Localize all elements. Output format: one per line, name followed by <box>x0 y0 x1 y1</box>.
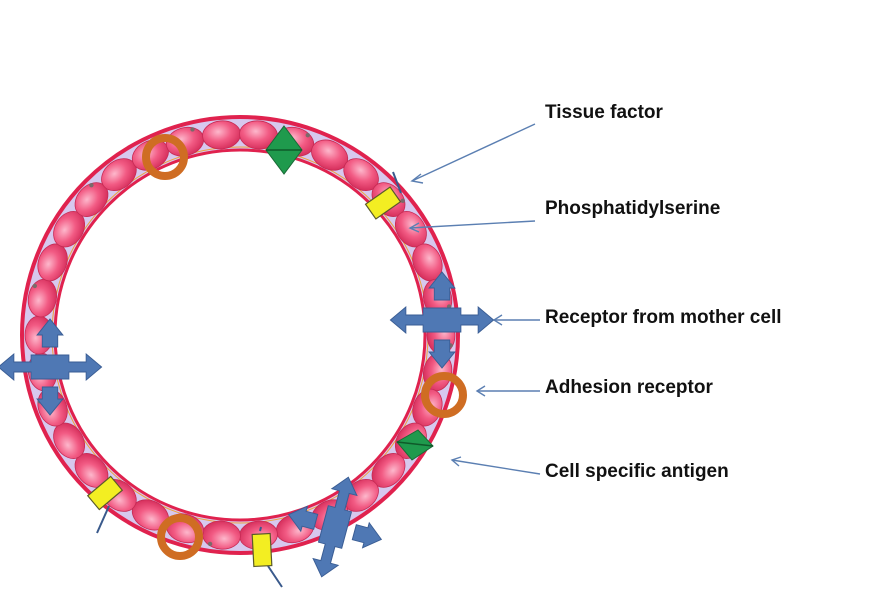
receptor-arrow <box>287 476 383 578</box>
label-phosphatidylserine: Phosphatidylserine <box>545 198 721 219</box>
phosphatidylserine-marker <box>86 475 124 511</box>
receptor-arrow <box>389 271 495 369</box>
adhesion-receptors <box>142 134 467 560</box>
lipid-dot <box>89 183 94 188</box>
lipid-dot <box>190 127 195 132</box>
adhesion-receptor-ring <box>157 514 203 560</box>
mother-cell-receptors <box>0 271 495 578</box>
tissue-factor-sticks <box>96 171 402 588</box>
label-cell-specific-antigen: Cell specific antigen <box>545 461 729 482</box>
receptor-arrow <box>0 318 103 416</box>
label-receptor-from-mother-cell: Receptor from mother cell <box>545 307 782 328</box>
leader-tissue-factor <box>411 123 536 182</box>
lipid-dot <box>207 541 213 547</box>
label-tissue-factor: Tissue factor <box>545 102 663 123</box>
leader-phosphatidylserine <box>409 220 536 229</box>
lipid-dot <box>32 283 37 289</box>
adhesion-receptor-ring <box>142 134 188 180</box>
phosphatidylserine-markers <box>86 186 402 568</box>
leader-lines <box>408 123 541 475</box>
phosphatidylserine-marker <box>251 532 273 568</box>
phosphatidylserine-marker <box>364 186 402 220</box>
lipid-dot <box>305 133 310 138</box>
label-adhesion-receptor: Adhesion receptor <box>545 377 713 398</box>
adhesion-receptor-ring <box>421 372 467 418</box>
lipid-dot <box>400 198 405 203</box>
leader-antigen <box>451 459 541 475</box>
cell-specific-antigens <box>265 125 434 461</box>
